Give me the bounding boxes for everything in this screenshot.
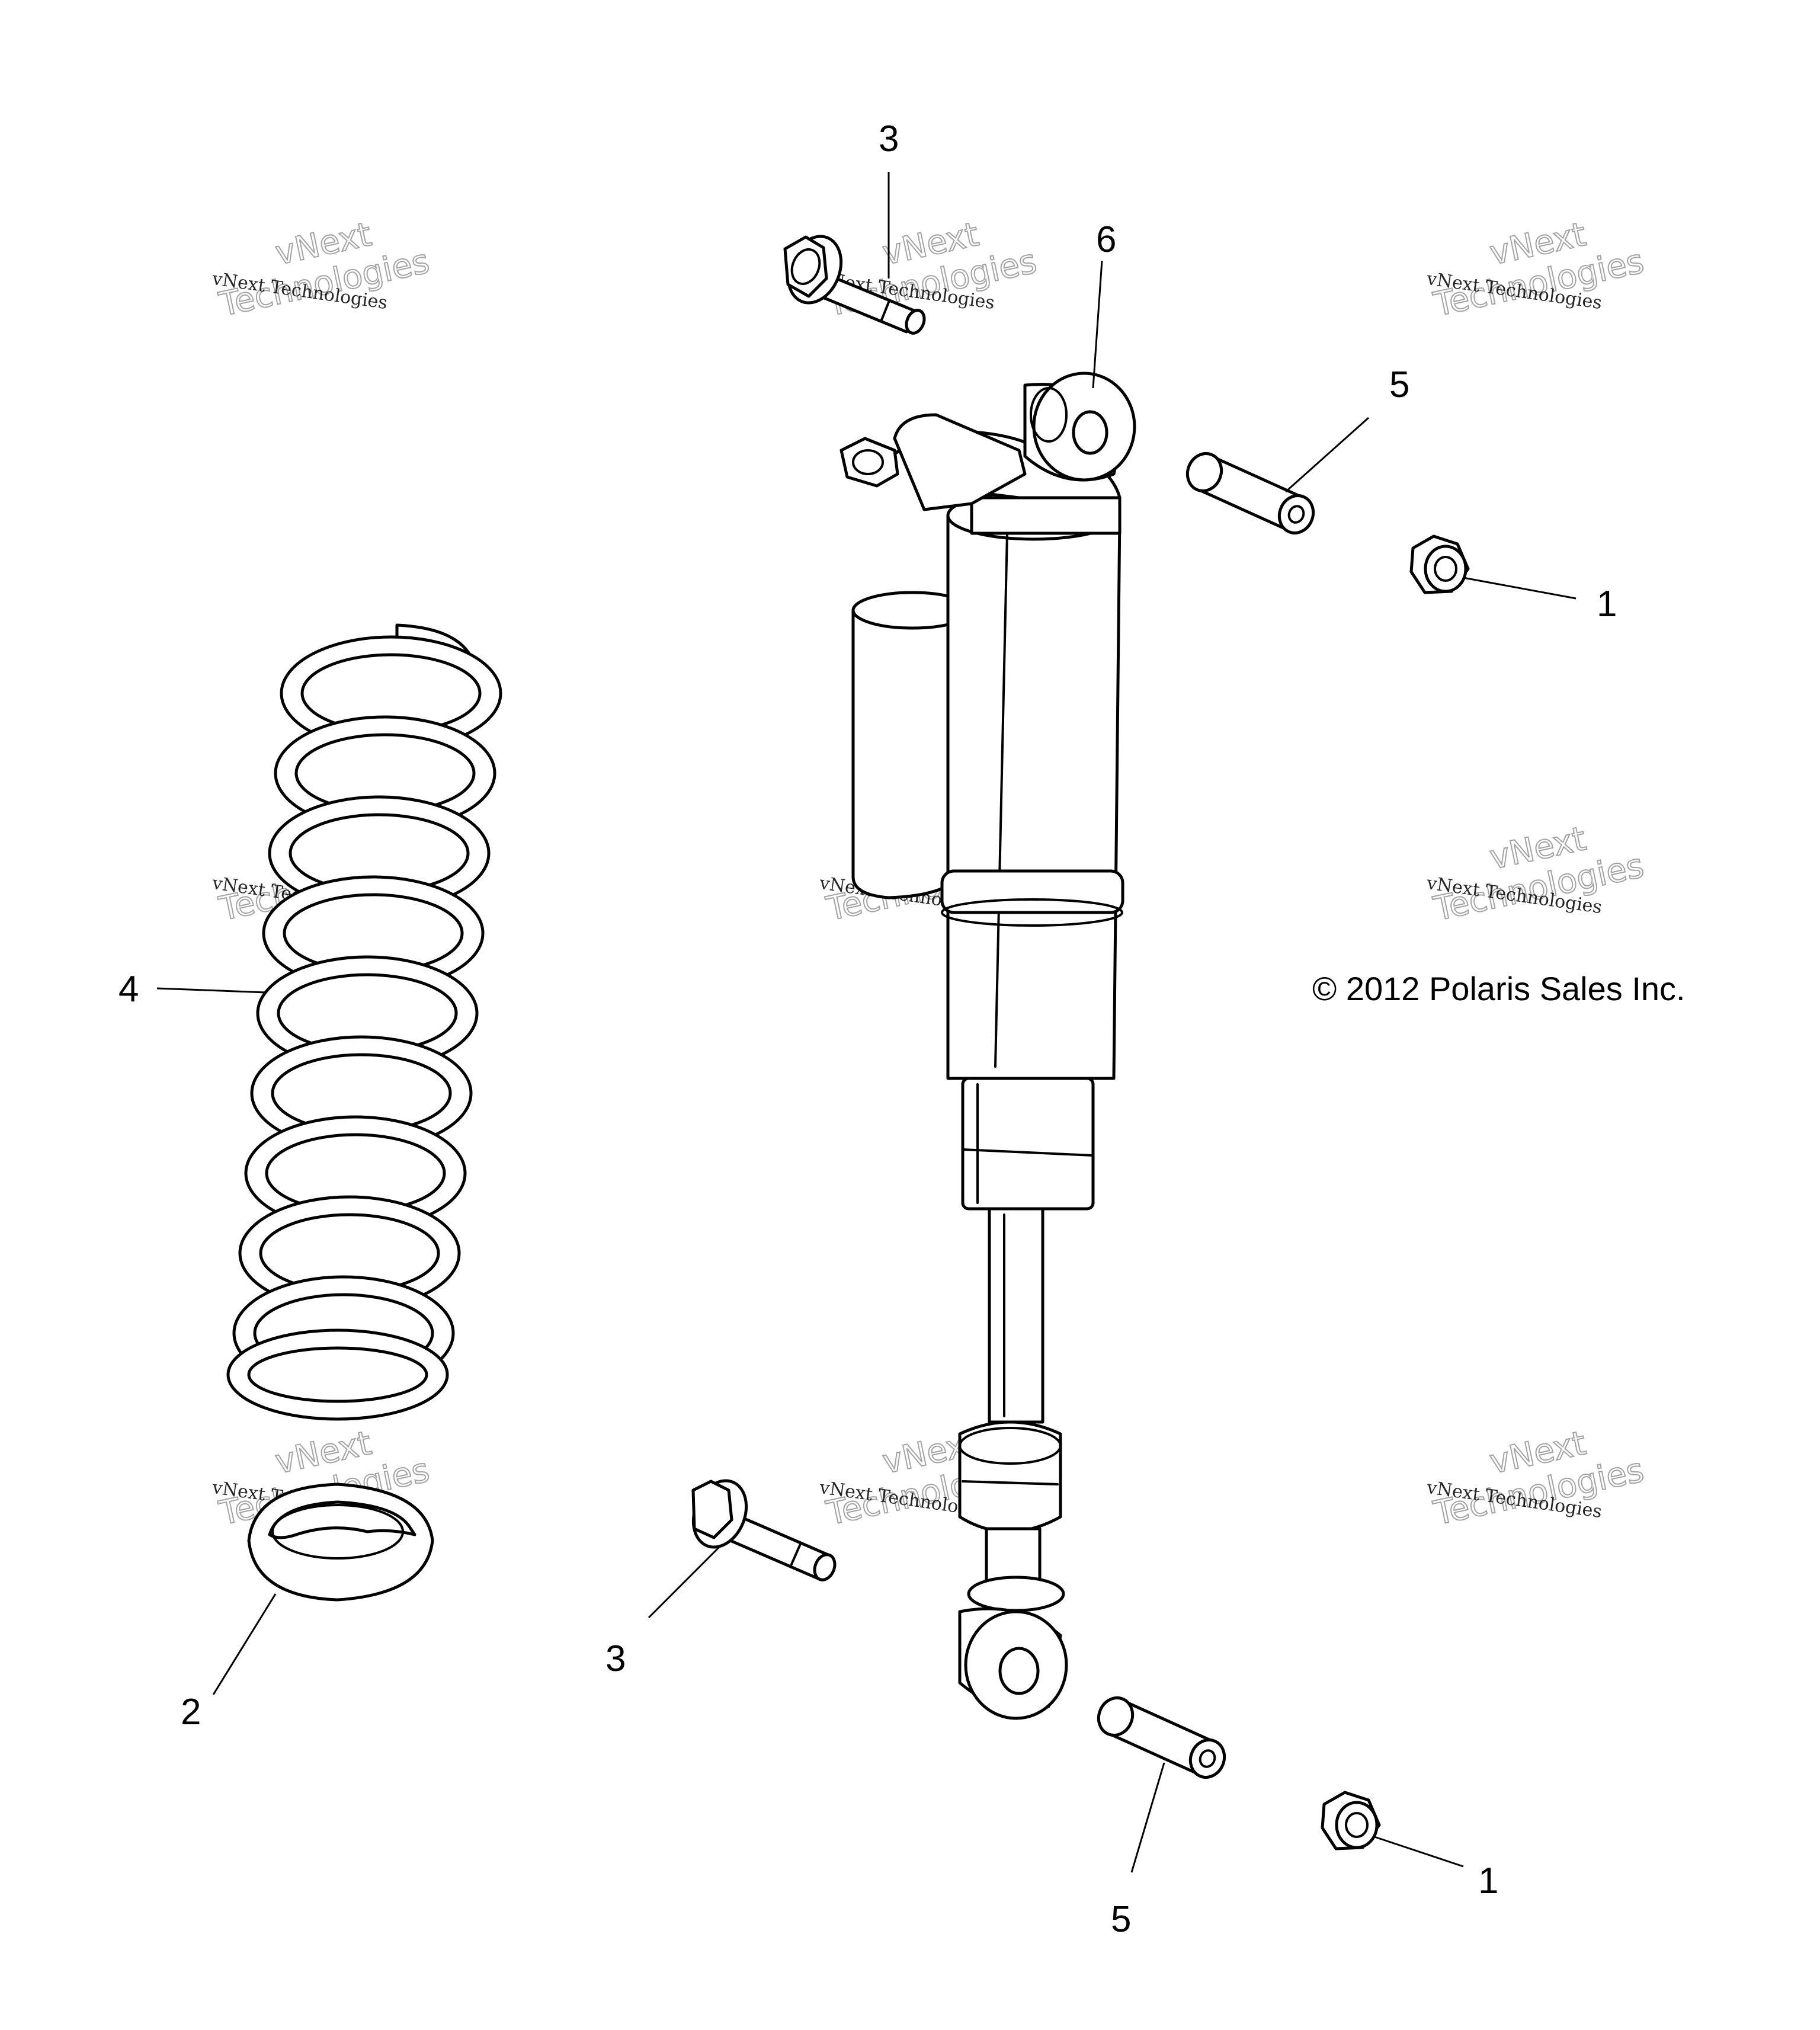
leader-upper-nut (1463, 577, 1577, 600)
lower-bushing (1097, 1696, 1226, 1779)
leader-lines (156, 172, 1577, 1873)
callout-shock: 6 (1096, 219, 1116, 260)
spring-retainer (247, 1483, 434, 1602)
leader-upper-bushing (1285, 417, 1369, 493)
leader-shock (1092, 260, 1103, 389)
watermark: Technologies vNext vNext Technologies (1425, 214, 1648, 325)
leader-spring (156, 987, 267, 994)
watermark: Technologies vNext vNext Technologies (1425, 819, 1648, 929)
leader-lower-bolt (648, 1545, 721, 1619)
callout-spring: 4 (118, 969, 139, 1010)
lower-nut (1321, 1791, 1381, 1850)
lower-bolt (691, 1479, 837, 1581)
leader-lower-bushing (1130, 1762, 1165, 1873)
upper-bolt (783, 235, 926, 335)
callout-lower-bolt: 3 (605, 1638, 626, 1679)
shock-absorber (839, 372, 1136, 1720)
coil-spring (226, 623, 502, 1421)
callout-upper-bushing: 5 (1389, 364, 1409, 405)
watermark: Technologies vNext vNext Technologies (210, 214, 433, 325)
callout-lower-bushing: 5 (1111, 1899, 1131, 1940)
callout-retainer: 2 (181, 1692, 201, 1733)
upper-bushing (1185, 452, 1315, 534)
watermark: Technologies vNext vNext Technologies (1425, 1423, 1648, 1533)
callout-upper-nut: 1 (1597, 584, 1617, 625)
callout-lower-nut: 1 (1478, 1861, 1498, 1901)
upper-nut (1409, 534, 1470, 594)
callout-upper-bolt: 3 (879, 119, 899, 159)
leader-lower-nut (1374, 1836, 1464, 1868)
callouts: 3 6 5 1 4 2 3 5 1 (118, 119, 1617, 1940)
copyright-notice: © 2012 Polaris Sales Inc. (1312, 970, 1686, 1007)
leader-retainer (212, 1593, 277, 1695)
